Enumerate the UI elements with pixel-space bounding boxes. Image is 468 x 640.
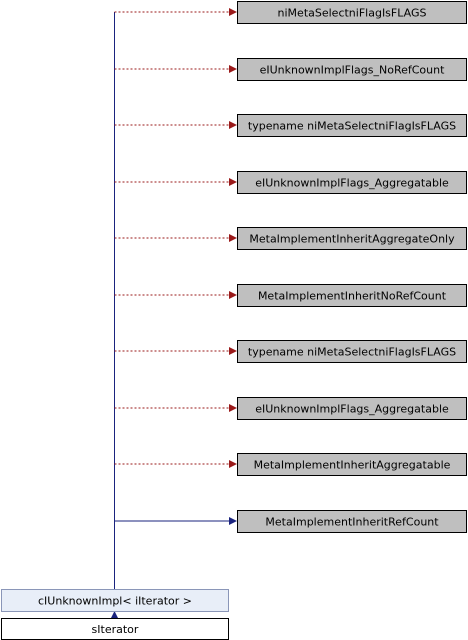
node-label-n2: typename niMetaSelectniFlagIsFLAGS bbox=[248, 120, 456, 133]
node-label-n0: niMetaSelectniFlagIsFLAGS bbox=[278, 7, 427, 20]
node-n8: MetaImplementInheritAggregatable bbox=[237, 453, 467, 476]
node-n3: eIUnknownImplFlags_Aggregatable bbox=[237, 171, 467, 194]
node-box-n5 bbox=[237, 284, 467, 307]
node-label-n6: typename niMetaSelectniFlagIsFLAGS bbox=[248, 346, 456, 359]
node-box-n7 bbox=[237, 397, 467, 420]
node-label-n4: MetaImplementInheritAggregateOnly bbox=[249, 233, 455, 246]
node-n9: MetaImplementInheritRefCount bbox=[237, 510, 467, 533]
node-box-n3 bbox=[237, 171, 467, 194]
node-box-n9 bbox=[237, 510, 467, 533]
node-label-n5: MetaImplementInheritNoRefCount bbox=[258, 290, 447, 303]
node-label-n1: eIUnknownImplFlags_NoRefCount bbox=[260, 64, 446, 77]
node-box-n8 bbox=[237, 453, 467, 476]
node-n0: niMetaSelectniFlagIsFLAGS bbox=[237, 1, 467, 24]
node-box-n2 bbox=[237, 114, 467, 137]
node-iter: sIterator bbox=[1, 618, 229, 640]
node-n1: eIUnknownImplFlags_NoRefCount bbox=[237, 58, 467, 81]
node-n7: eIUnknownImplFlags_Aggregatable bbox=[237, 397, 467, 420]
node-label-impl: cIUnknownImpl< iIterator > bbox=[38, 595, 192, 608]
node-impl: cIUnknownImpl< iIterator > bbox=[1, 589, 229, 612]
node-label-n7: eIUnknownImplFlags_Aggregatable bbox=[255, 403, 449, 416]
node-label-iter: sIterator bbox=[92, 623, 139, 636]
edges-layer bbox=[110, 8, 237, 619]
node-n6: typename niMetaSelectniFlagIsFLAGS bbox=[237, 340, 467, 363]
node-n2: typename niMetaSelectniFlagIsFLAGS bbox=[237, 114, 467, 137]
node-box-n0 bbox=[237, 1, 467, 24]
node-box-n4 bbox=[237, 227, 467, 250]
node-box-impl bbox=[1, 589, 229, 612]
node-n4: MetaImplementInheritAggregateOnly bbox=[237, 227, 467, 250]
node-label-n8: MetaImplementInheritAggregatable bbox=[254, 459, 451, 472]
node-box-n6 bbox=[237, 340, 467, 363]
node-label-n3: eIUnknownImplFlags_Aggregatable bbox=[255, 177, 449, 190]
node-label-n9: MetaImplementInheritRefCount bbox=[265, 516, 439, 529]
node-n5: MetaImplementInheritNoRefCount bbox=[237, 284, 467, 307]
node-box-n1 bbox=[237, 58, 467, 81]
